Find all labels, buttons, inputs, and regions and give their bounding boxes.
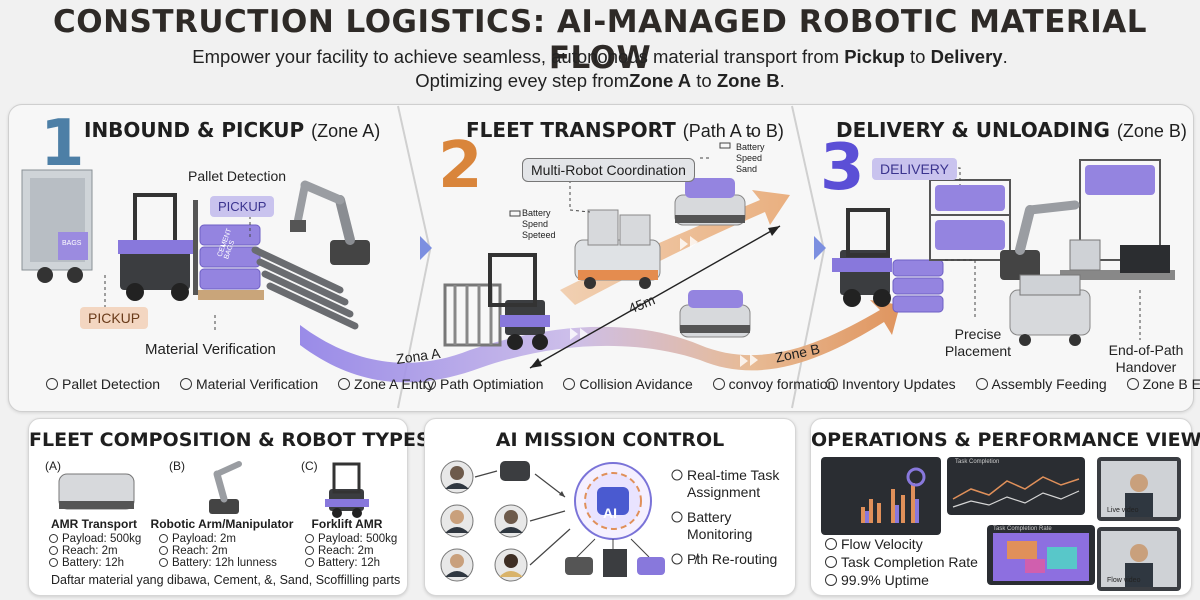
type-a-specs: Payload: 500kg Reach: 2m Battery: 12h	[49, 533, 141, 569]
dashboard-screens	[821, 457, 1181, 591]
operations-performance-card: OPERATIONS & PERFORMANCE VIEW Task Compl…	[810, 418, 1200, 596]
ai-label: AI	[603, 505, 617, 521]
feature-task-assignment: Real-time Task Assignment	[687, 467, 780, 500]
stage-1-checklist: Pallet Detection Material Verification Z…	[46, 376, 450, 392]
check-item: convoy formation	[712, 376, 844, 392]
type-b-letter: (B)	[169, 459, 185, 473]
stage-1-title: INBOUND & PICKUP (Zone A)	[84, 118, 381, 142]
check-item: Collision Avidance	[563, 376, 700, 392]
metric-item: 99.9% Uptime	[825, 571, 978, 589]
robot-types-illustration	[58, 461, 369, 518]
check-item: Pallet Detection	[46, 376, 168, 392]
ops-metrics-list: Flow Velocity Task Completion Rate 99.9%…	[825, 535, 978, 589]
multi-robot-coordination-tag: Multi-Robot Coordination	[522, 158, 695, 182]
stage-1-number: 1	[40, 107, 85, 181]
material-verification-label: Material Verification	[145, 341, 276, 358]
check-circle-icon	[671, 511, 683, 523]
check-circle-icon	[825, 556, 837, 568]
pickup-tag-2: PICKUP	[80, 307, 149, 329]
check-circle-icon	[826, 378, 838, 390]
fleet-composition-card: FLEET COMPOSITION & ROBOT TYPES (A) (B) …	[28, 418, 430, 596]
truck-bags-label: BAGS	[62, 240, 82, 247]
ai-brain-icon	[574, 462, 652, 540]
check-circle-icon	[975, 378, 988, 390]
feature-path-rerouting: P̸th Re-routing	[687, 551, 778, 567]
check-circle-icon	[825, 574, 837, 586]
process-illustration	[21, 105, 1175, 409]
end-of-path-handover-label: End-of-Path Handover	[1108, 342, 1184, 375]
chevron-arrow-icon	[814, 236, 826, 260]
check-circle-icon	[338, 378, 351, 390]
type-b-specs: Payload: 2m Reach: 2m Battery: 12h lunne…	[159, 533, 277, 569]
type-b-name: Robotic Arm/Manipulator	[150, 517, 294, 531]
feature-battery-monitoring: Battery Monitoring	[687, 509, 753, 542]
task-chart-label: Task Completion	[955, 459, 1000, 465]
type-c-specs: Payload: 500kg Reach: 2m Battery: 12h	[305, 533, 397, 569]
metric-item: Task Completion Rate	[825, 553, 978, 571]
check-circle-icon	[671, 553, 683, 565]
operator-avatar-icon	[494, 504, 528, 538]
live-video-label: Live video	[1107, 507, 1139, 514]
check-item: Zone A Entry	[338, 376, 442, 392]
check-circle-icon	[179, 378, 192, 390]
pallet-detection-label: Pallet Detection	[188, 168, 287, 184]
fleet-materials-footer: Daftar material yang dibawa, Cement, &, …	[51, 573, 401, 587]
metric-item: Flow Velocity	[825, 535, 978, 553]
precise-placement-label: Precise Placement	[944, 326, 1012, 359]
stage-2-checklist: Path Optimiation Collision Avidance conv…	[424, 376, 851, 392]
fleet-card-title: FLEET COMPOSITION & ROBOT TYPES	[29, 429, 430, 451]
check-circle-icon	[671, 469, 683, 481]
heatmap-label: Task Completion Rate	[993, 526, 1052, 532]
check-circle-icon	[1126, 378, 1139, 390]
stage-3-title: DELIVERY & UNLOADING (Zone B)	[836, 118, 1187, 142]
check-circle-icon	[424, 378, 436, 390]
battery-icon	[719, 142, 731, 149]
type-a-letter: (A)	[45, 459, 61, 473]
type-c-name: Forklift AMR	[311, 517, 383, 531]
stage-3-checklist: Inventory Updates Assembly Feeding Zone …	[826, 376, 1200, 392]
stage-2-number: 2	[438, 129, 483, 203]
check-item: Zone B Eit	[1126, 376, 1200, 392]
ai-mission-control-card: AI MISSION CONTROL AI Real-time Task Ass…	[424, 418, 796, 596]
check-item: Assembly Feeding	[975, 376, 1115, 392]
type-c-letter: (C)	[301, 459, 318, 473]
check-item: Path Optimiation	[424, 376, 552, 392]
pickup-tag: PICKUP	[210, 196, 275, 217]
type-a-name: AMR Transport	[50, 517, 137, 531]
ops-card-title: OPERATIONS & PERFORMANCE VIEW	[811, 429, 1200, 451]
check-circle-icon	[712, 378, 725, 390]
battery-icon	[509, 210, 521, 217]
mission-illustration	[440, 460, 683, 582]
subtitle-line-1: Empower your facility to achieve seamles…	[192, 46, 1008, 67]
operator-avatar-icon	[494, 548, 528, 582]
flow-video-label: Flow video	[1107, 577, 1141, 584]
page-title: CONSTRUCTION LOGISTICS: AI-MANAGED ROBOT…	[52, 4, 1148, 76]
stage-2-title: FLEET TRANSPORT (Path A t̵o B)	[466, 118, 784, 142]
operator-avatar-icon	[440, 548, 474, 582]
stage-3-number: 3	[820, 131, 865, 205]
mission-card-title: AI MISSION CONTROL	[495, 429, 725, 451]
check-item: Inventory Updates	[826, 376, 964, 392]
check-circle-icon	[46, 378, 58, 390]
operator-avatar-icon	[440, 504, 474, 538]
delivery-tag: DELIVERY	[872, 158, 957, 180]
check-item: Material Verification	[179, 376, 326, 392]
chevron-arrow-icon	[420, 236, 432, 260]
operator-avatar-icon	[440, 460, 474, 494]
check-circle-icon	[825, 538, 837, 550]
subtitle-line-2: Optimizing evey step fromZone A to Zone …	[415, 70, 785, 91]
check-circle-icon	[563, 378, 576, 390]
